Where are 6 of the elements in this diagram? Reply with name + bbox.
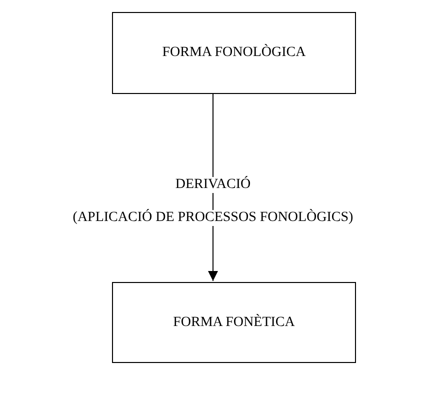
text-box [112, 12, 356, 94]
box-label: FORMA FONÈTICA [173, 314, 295, 330]
edge-label: DERIVACIÓ [173, 177, 253, 193]
box-label: FORMA FONOLÒGICA [162, 45, 306, 61]
text-box [112, 282, 356, 363]
note-text: (APLICACIÓ DE PROCESSOS FONOLÒGICS) [70, 210, 356, 226]
